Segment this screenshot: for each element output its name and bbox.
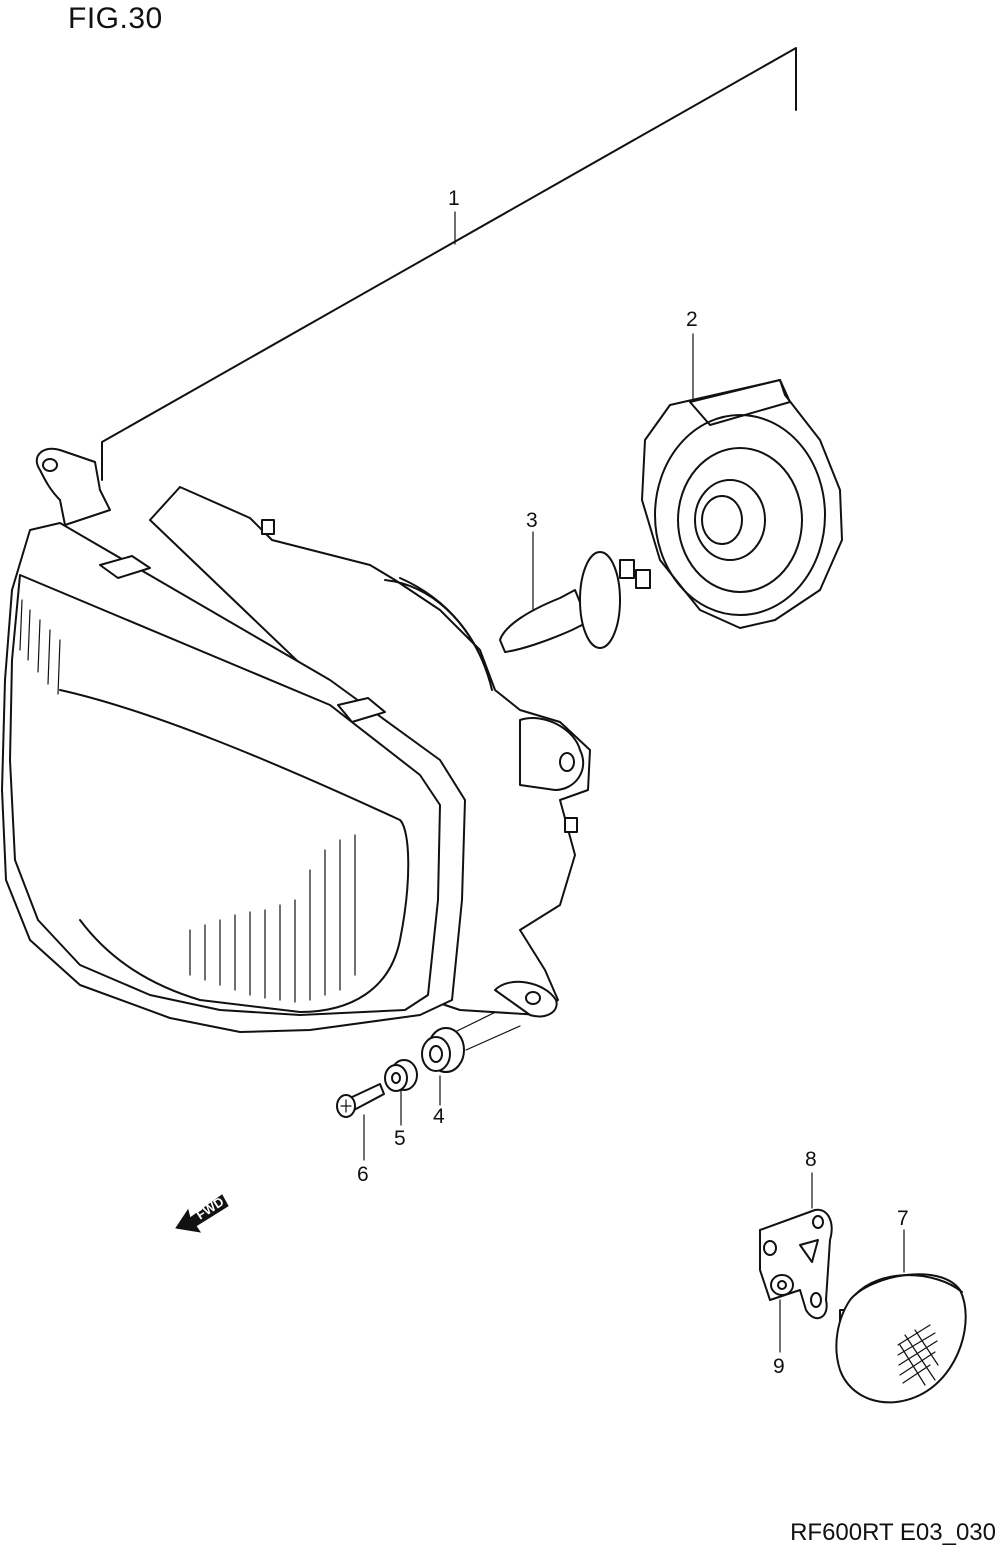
nut bbox=[771, 1275, 793, 1295]
callout-part-7: 7 bbox=[897, 1207, 909, 1230]
figure-title: FIG.30 bbox=[68, 2, 163, 35]
bracket bbox=[760, 1210, 832, 1318]
spacer bbox=[385, 1060, 417, 1091]
figure-code: RF600RT E03_030 bbox=[790, 1519, 996, 1546]
assembly-bracket-line bbox=[102, 48, 796, 480]
callout-part-5: 5 bbox=[394, 1127, 406, 1150]
callout-part-3: 3 bbox=[526, 509, 538, 532]
grommet bbox=[422, 1028, 464, 1072]
callout-part-9: 9 bbox=[773, 1355, 785, 1378]
socket-cover bbox=[642, 380, 842, 628]
screw bbox=[337, 1084, 384, 1117]
callout-part-6: 6 bbox=[357, 1163, 369, 1186]
callout-part-4: 4 bbox=[433, 1105, 445, 1128]
headlight-assembly bbox=[2, 449, 590, 1032]
reflector-crosshatch bbox=[898, 1325, 938, 1385]
callout-part-1: 1 bbox=[448, 187, 460, 210]
lens-hatching bbox=[20, 600, 355, 1002]
reflector bbox=[836, 1274, 965, 1402]
bulb bbox=[500, 552, 650, 652]
callout-part-2: 2 bbox=[686, 308, 698, 331]
fwd-direction-arrow: FWD bbox=[176, 1194, 228, 1232]
callout-part-8: 8 bbox=[805, 1148, 817, 1171]
